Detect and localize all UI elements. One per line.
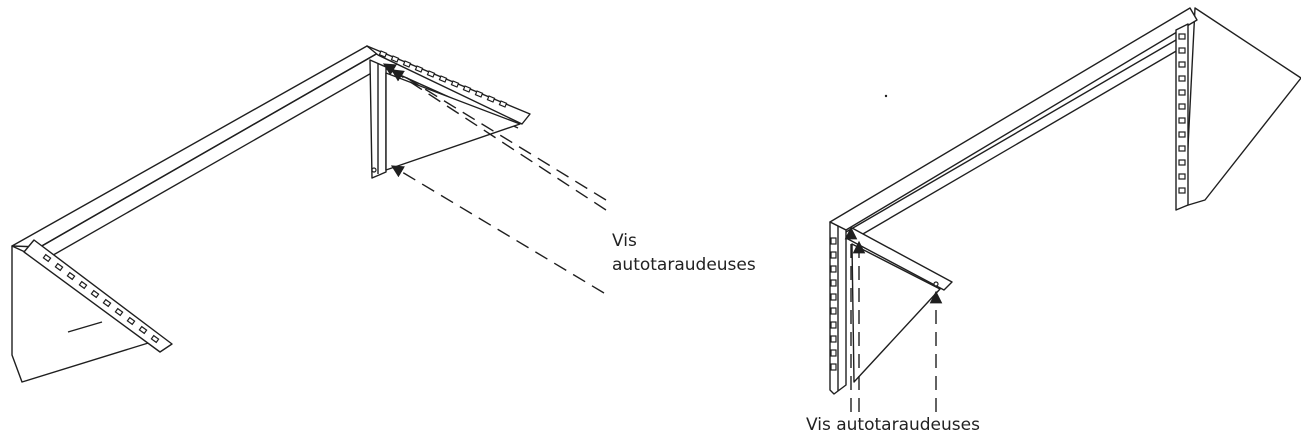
right-wall-bracket: [829, 7, 1301, 395]
left-main-rail: [11, 45, 379, 248]
stray-dot: [884, 94, 888, 98]
right-main-rail-lip: [845, 39, 1177, 233]
right-gusset: [851, 243, 941, 383]
right-screws-label: Vis autotaraudeuses: [806, 415, 980, 435]
left-screws-label-line2: autotaraudeuses: [612, 255, 756, 275]
left-bracket-holes: [42, 50, 508, 344]
right-main-rail: [829, 7, 1198, 231]
right-side-panel: [1184, 7, 1301, 207]
left-screw-lines: [382, 63, 607, 294]
right-screw-lines: [844, 226, 943, 412]
left-screws-label-line1: Vis: [612, 231, 637, 251]
left-right-gusset: [385, 72, 521, 171]
left-screw-line-3: [390, 165, 605, 294]
left-side-panel: [11, 245, 159, 383]
left-main-rail-lip: [47, 66, 383, 259]
left-wall-bracket: [11, 45, 531, 383]
left-main-rail-edge: [39, 52, 379, 248]
right-main-rail-lip-2: [855, 49, 1179, 239]
right-bracket-holes: [830, 33, 1186, 371]
